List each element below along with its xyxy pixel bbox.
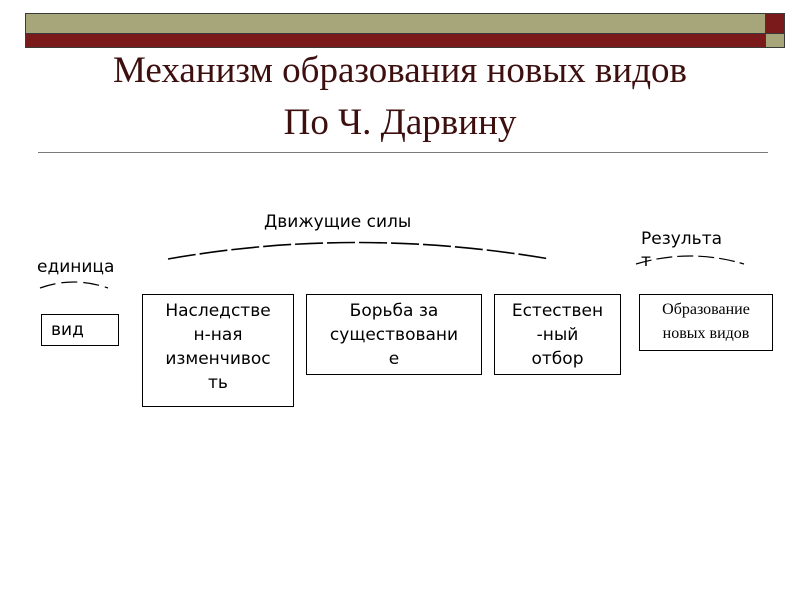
result-box-text: Образование новых видов <box>662 301 750 342</box>
driving-forces-arc <box>167 241 551 260</box>
struggle-box: Борьба за существовани е <box>306 294 482 375</box>
selection-box: Естествен -ный отбор <box>494 294 621 375</box>
result-box: Образование новых видов <box>639 294 773 351</box>
heredity-text: Наследстве н-ная изменчивос ть <box>165 301 271 393</box>
result-arc <box>635 255 745 265</box>
struggle-text: Борьба за существовани е <box>329 301 459 369</box>
unit-box: вид <box>41 314 119 346</box>
selection-text: Естествен -ный отбор <box>511 301 604 369</box>
result-label: Результа т <box>641 229 723 271</box>
heredity-box: Наследстве н-ная изменчивос ть <box>142 294 294 407</box>
unit-label: единица <box>37 257 115 277</box>
title-divider <box>38 152 768 153</box>
unit-arc <box>39 281 109 289</box>
slide-title-line1: Механизм образования новых видов <box>112 50 687 91</box>
driving-forces-label: Движущие силы <box>264 212 412 232</box>
unit-box-text: вид <box>51 320 84 340</box>
header-square-olive <box>765 33 785 48</box>
slide-title-line2: По Ч. Дарвину <box>283 102 517 143</box>
